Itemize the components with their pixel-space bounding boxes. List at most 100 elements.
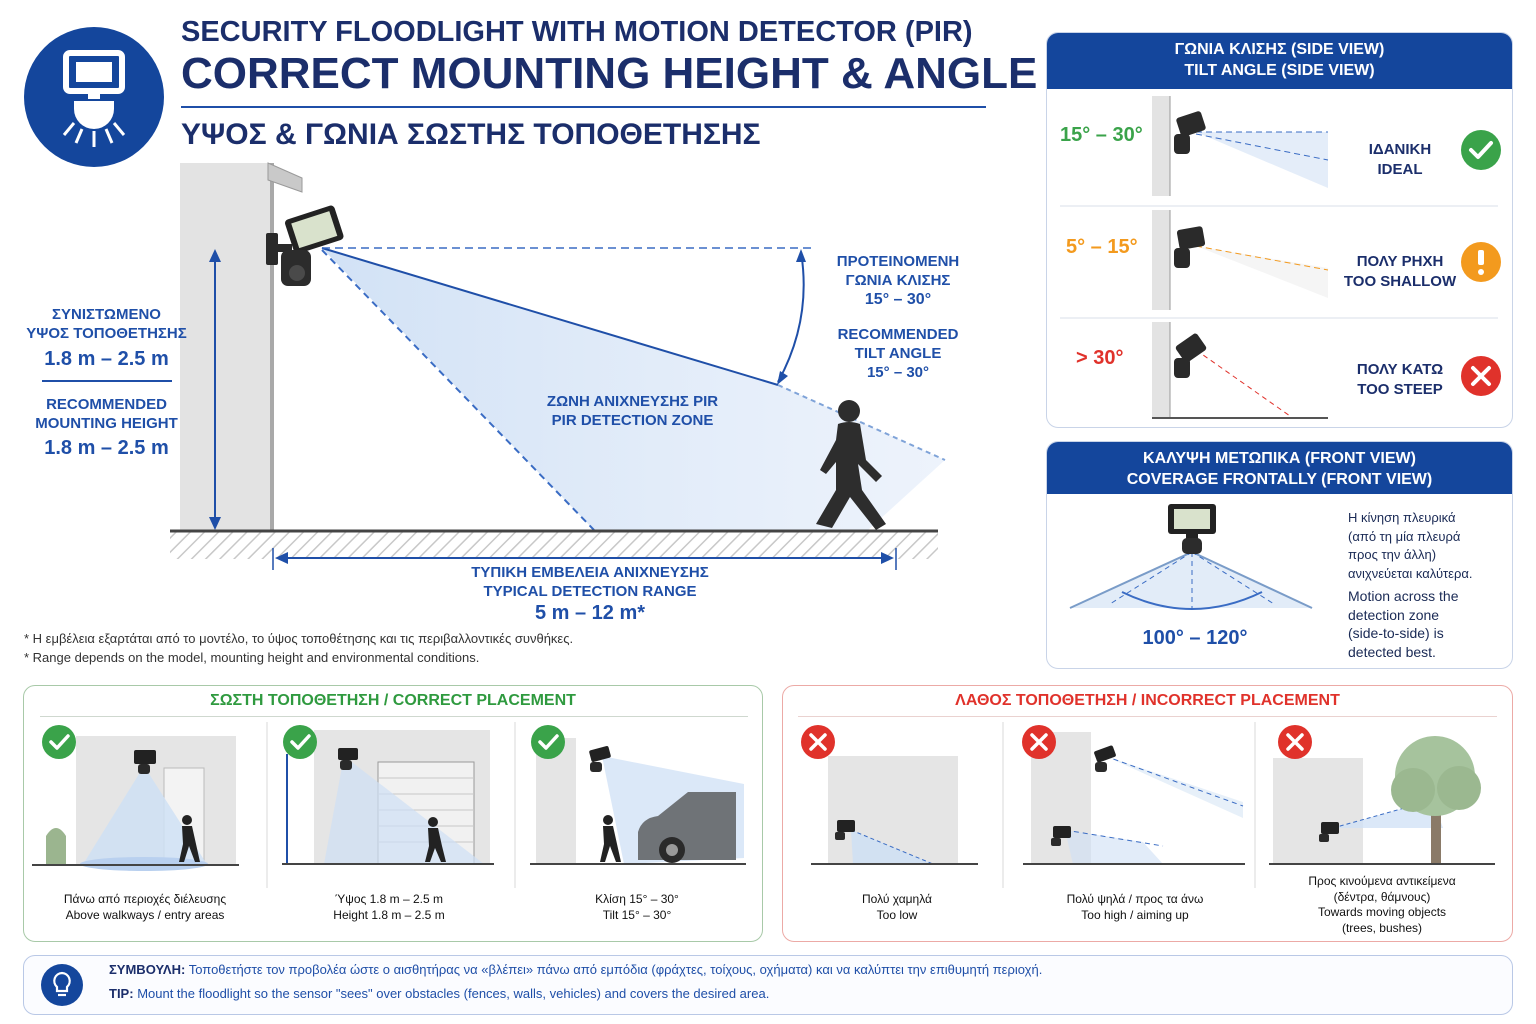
check-icon: [1461, 130, 1501, 170]
footnote-greek: * Η εμβέλεια εξαρτάται από το μοντέλο, τ…: [24, 631, 574, 646]
front-view-diagram: [1069, 504, 1313, 610]
floodlight-device: [266, 205, 344, 286]
correct-caption-3-english: Tilt 15° – 30°: [602, 908, 672, 922]
range-label-greek: ΤΥΠΙΚΗ ΕΜΒΕΛΕΙΑ ΑΝΙΧΝΕΥΣΗΣ: [471, 564, 709, 581]
correct-caption-1: Πάνω από περιοχές διέλευσης Above walkwa…: [30, 891, 260, 923]
height-label-english: RECOMMENDED MOUNTING HEIGHT: [24, 395, 189, 433]
floodlight-logo: [24, 27, 164, 167]
incorrect-scenes: [801, 722, 1495, 888]
side-row-2-label-english: TOO SHALLOW: [1343, 273, 1457, 290]
front-view-header: ΚΑΛΥΨΗ ΜΕΤΩΠΙΚΑ (FRONT VIEW) COVERAGE FR…: [1047, 442, 1512, 494]
tilt-gr-line1: ΠΡΟΤΕΙΝΟΜΕΝΗ: [836, 253, 960, 270]
side-view-title-greek: ΓΩΝΙΑ ΚΛΙΣΗΣ (SIDE VIEW): [1174, 41, 1385, 58]
front-view-title-english: COVERAGE FRONTALLY (FRONT VIEW): [1126, 471, 1433, 488]
height-divider: [42, 380, 172, 382]
page-title: CORRECT MOUNTING HEIGHT & ANGLE: [181, 49, 1038, 98]
check-icon: [283, 725, 317, 759]
incorrect-caption-3-english: Towards moving objects: [1317, 905, 1447, 919]
check-icon: [531, 725, 565, 759]
correct-caption-1-greek: Πάνω από περιοχές διέλευσης: [63, 892, 227, 906]
side-row-shallow-diagram: [1152, 210, 1329, 310]
range-label-english: TYPICAL DETECTION RANGE: [483, 583, 697, 600]
title-line-1: SECURITY FLOODLIGHT WITH MOTION DETECTOR…: [181, 16, 973, 48]
side-row-1-angle: 15° – 30°: [1060, 124, 1143, 146]
side-row-2-angle: 5° – 15°: [1066, 236, 1138, 258]
incorrect-caption-1-english: Too low: [876, 908, 918, 922]
tilt-label-english: RECOMMENDED TILT ANGLE 15° – 30°: [818, 325, 978, 382]
incorrect-caption-1-greek: Πολύ χαμηλά: [862, 892, 932, 906]
cross-icon: [1461, 356, 1501, 396]
front-view-text-english: Motion across the detection zone (side-t…: [1348, 587, 1508, 661]
incorrect-caption-3-greek: Προς κινούμενα αντικείμενα: [1308, 874, 1456, 888]
correct-scene-garage: [282, 730, 494, 865]
zone-label: ΖΩΝΗ ΑΝΙΧΝΕΥΣΗΣ PIR PIR DETECTION ZONE: [520, 392, 745, 430]
correct-caption-2: Ύψος 1.8 m – 2.5 m Height 1.8 m – 2.5 m: [274, 891, 504, 923]
side-view-title-english: TILT ANGLE (SIDE VIEW): [1184, 62, 1375, 79]
front-text-en-4: detected best.: [1348, 643, 1436, 660]
correct-caption-2-greek: Ύψος 1.8 m – 2.5 m: [335, 892, 443, 906]
height-gr-value: 1.8 m – 2.5 m: [44, 348, 169, 370]
zone-label-english: PIR DETECTION ZONE: [551, 412, 714, 429]
front-text-gr-2: (από τη μία πλευρά: [1348, 528, 1461, 544]
correct-scenes: [32, 722, 746, 888]
incorrect-caption-2-english: Too high / aiming up: [1081, 908, 1189, 922]
tilt-angle-arc: [777, 251, 805, 383]
tip-text-greek: Τοποθετήστε τον προβολέα ώστε ο αισθητήρ…: [188, 962, 1043, 977]
wall: [180, 162, 303, 531]
height-en-line2: MOUNTING HEIGHT: [35, 415, 178, 432]
front-view-title-greek: ΚΑΛΥΨΗ ΜΕΤΩΠΙΚΑ (FRONT VIEW): [1143, 450, 1416, 467]
tip-label-greek: ΣΥΜΒΟΥΛΗ:: [109, 962, 186, 977]
ground: [170, 531, 938, 559]
side-row-3-label-english: TOO STEEP: [1357, 381, 1443, 398]
incorrect-scene-too-low: [811, 756, 978, 865]
side-row-2-label: ΠΟΛΥ ΡΗΧΗ TOO SHALLOW: [1340, 252, 1460, 292]
zone-label-greek: ΖΩΝΗ ΑΝΙΧΝΕΥΣΗΣ PIR: [546, 393, 719, 410]
incorrect-caption-3-greek-2: (δέντρα, θάμνους): [1333, 889, 1431, 904]
front-text-en-2: detection zone: [1348, 606, 1440, 623]
title-divider: [181, 106, 986, 108]
floodlight-icon: [62, 50, 126, 147]
front-view-panel: ΚΑΛΥΨΗ ΜΕΤΩΠΙΚΑ (FRONT VIEW) COVERAGE FR…: [1046, 441, 1513, 669]
side-row-3-label-greek: ΠΟΛΥ ΚΑΤΩ: [1356, 361, 1444, 378]
tilt-en-line2: TILT ANGLE: [854, 345, 942, 362]
tip-greek: ΣΥΜΒΟΥΛΗ: Τοποθετήστε τον προβολέα ώστε …: [109, 962, 1042, 977]
height-en-line1: RECOMMENDED: [46, 396, 167, 413]
footnote-english: * Range depends on the model, mounting h…: [24, 650, 480, 665]
height-label-greek: ΣΥΝΙΣΤΩΜΕΝΟ ΥΨΟΣ ΤΟΠΟΘΕΤΗΣΗΣ: [24, 305, 189, 343]
front-text-en-3: (side-to-side) is: [1348, 625, 1444, 641]
tip-box: [23, 955, 1513, 1015]
check-icon: [42, 725, 76, 759]
correct-caption-2-english: Height 1.8 m – 2.5 m: [333, 908, 445, 922]
side-row-1-label-english: IDEAL: [1377, 161, 1423, 178]
walking-person: [816, 400, 886, 530]
range-label: ΤΥΠΙΚΗ ΕΜΒΕΛΕΙΑ ΑΝΙΧΝΕΥΣΗΣ TYPICAL DETEC…: [440, 563, 740, 601]
incorrect-caption-3-english-2: (trees, bushes): [1341, 920, 1423, 935]
tilt-gr-value: 15° – 30°: [864, 291, 932, 308]
side-row-steep-diagram: [1152, 322, 1328, 419]
side-row-2-label-greek: ΠΟΛΥ ΡΗΧΗ: [1356, 253, 1444, 270]
front-view-text-greek: Η κίνηση πλευρικά (από τη μία πλευρά προ…: [1348, 509, 1508, 583]
incorrect-scene-too-high: [1023, 732, 1245, 865]
height-gr-line1: ΣΥΝΙΣΤΩΜΕΝΟ: [52, 306, 161, 323]
side-view-panel: ΓΩΝΙΑ ΚΛΙΣΗΣ (SIDE VIEW) TILT ANGLE (SID…: [1046, 32, 1513, 428]
tip-english: TIP: Mount the floodlight so the sensor …: [109, 986, 769, 1001]
tilt-en-value: 15° – 30°: [866, 364, 930, 381]
title-greek: ΥΨΟΣ & ΓΩΝΙΑ ΣΩΣΤΗΣ ΤΟΠΟΘΕΤΗΣΗΣ: [181, 118, 761, 151]
warning-icon: [1461, 242, 1501, 282]
incorrect-title-divider: [798, 716, 1497, 717]
correct-caption-3: Κλίση 15° – 30° Tilt 15° – 30°: [522, 891, 752, 923]
cross-icon: [801, 725, 835, 759]
tilt-label-greek: ΠΡΟΤΕΙΝΟΜΕΝΗ ΓΩΝΙΑ ΚΛΙΣΗΣ 15° – 30°: [818, 252, 978, 309]
correct-scene-car: [530, 738, 746, 865]
range-value: 5 m – 12 m*: [534, 602, 646, 624]
front-text-en-1: Motion across the: [1348, 588, 1459, 604]
incorrect-caption-2-greek: Πολύ ψηλά / προς τα άνω: [1066, 892, 1204, 906]
side-view-diagrams: [1060, 96, 1501, 419]
side-row-3-label: ΠΟΛΥ ΚΑΤΩ TOO STEEP: [1340, 360, 1460, 400]
tip-label-english: TIP:: [109, 986, 134, 1001]
correct-caption-3-greek: Κλίση 15° – 30°: [595, 892, 679, 906]
tilt-gr-line2: ΓΩΝΙΑ ΚΛΙΣΗΣ: [845, 272, 951, 289]
incorrect-scene-trees: [1269, 736, 1495, 865]
incorrect-caption-3: Προς κινούμενα αντικείμενα (δέντρα, θάμν…: [1262, 874, 1502, 936]
lightbulb-icon: [41, 964, 83, 1006]
